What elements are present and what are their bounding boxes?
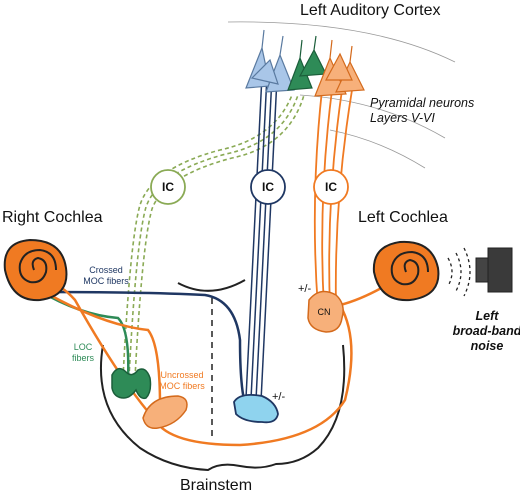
pyramidal-label-line1: Pyramidal neurons bbox=[370, 96, 474, 110]
uncrossed-moc-nucleus bbox=[142, 395, 188, 430]
crossed-moc-fiber bbox=[41, 290, 246, 401]
brainstem-label: Brainstem bbox=[180, 477, 252, 494]
loc-nucleus bbox=[111, 367, 152, 400]
uncrossed-moc-label-line2: MOC fibers bbox=[159, 381, 205, 391]
crossed-moc-label-line2: MOC fibers bbox=[83, 276, 129, 286]
crossed-moc-nucleus bbox=[233, 393, 279, 424]
pyramidal-label-line2: Layers V-VI bbox=[370, 111, 435, 125]
ic-node-center: IC bbox=[250, 169, 286, 205]
right-cochlea bbox=[3, 238, 68, 302]
loc-label-line2: fibers bbox=[72, 353, 95, 363]
plus-minus-top: +/- bbox=[298, 283, 311, 295]
left-cochlea bbox=[372, 240, 440, 302]
brainstem-outline bbox=[99, 279, 346, 472]
crossed-moc-label-line1: Crossed bbox=[89, 265, 123, 275]
cortex-layer-arcs bbox=[227, 21, 456, 169]
plus-minus-bottom: +/- bbox=[272, 391, 285, 403]
ic-label: IC bbox=[262, 180, 274, 194]
ic-label: IC bbox=[325, 180, 337, 194]
cortex-label: Left Auditory Cortex bbox=[300, 2, 441, 19]
right-cochlea-label: Right Cochlea bbox=[2, 209, 103, 226]
noise-label-line2: broad-band bbox=[453, 324, 520, 338]
ic-node-right: IC bbox=[313, 169, 349, 205]
ic-label: IC bbox=[162, 180, 174, 194]
pyramidal-neurons bbox=[245, 29, 365, 97]
cn-label: CN bbox=[318, 307, 331, 317]
sound-waves bbox=[447, 247, 471, 297]
left-cochlea-label: Left Cochlea bbox=[358, 209, 448, 226]
navy-ascending-fibers bbox=[245, 74, 278, 402]
orange-loop-fiber bbox=[44, 280, 386, 447]
uncrossed-moc-label-line1: Uncrossed bbox=[160, 370, 203, 380]
ic-node-left: IC bbox=[150, 169, 186, 205]
noise-label-line1: Left bbox=[476, 309, 500, 323]
speaker-icon bbox=[475, 247, 513, 293]
uncrossed-moc-fiber bbox=[33, 284, 162, 406]
noise-label-line3: noise bbox=[471, 339, 504, 353]
loc-label-line1: LOC bbox=[74, 342, 93, 352]
cochlear-nucleus bbox=[307, 290, 344, 333]
